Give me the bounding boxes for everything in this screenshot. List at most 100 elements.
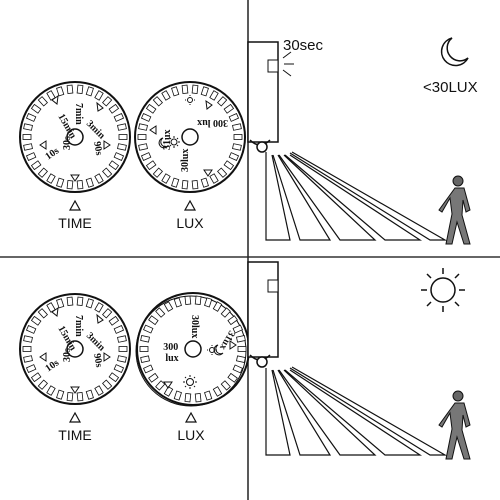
dial-notch: [191, 84, 199, 94]
dial-notch: [161, 173, 171, 184]
signal-icon: [282, 51, 294, 77]
dial-arrow-icon: [103, 352, 111, 362]
dial-arrow-icon: [39, 140, 47, 150]
dial-notch: [25, 152, 37, 161]
dial-knob[interactable]: [66, 128, 84, 146]
dial-notch: [194, 393, 202, 403]
dial-notch: [30, 160, 42, 171]
dial-notches: [22, 84, 128, 190]
dial-notch: [22, 346, 32, 352]
dial-notch: [102, 308, 113, 319]
dial-notch: [148, 372, 159, 383]
dial-notch: [23, 355, 33, 363]
motion-sensor-icon: [247, 261, 279, 368]
time-setting-7min: 7min: [73, 103, 84, 125]
dial-knob[interactable]: [181, 128, 199, 146]
lux-dial[interactable]: 300 lux 30lux 31ux: [135, 292, 250, 407]
dial-notch: [108, 372, 120, 383]
dial-notch: [108, 103, 120, 114]
dial-notch: [37, 167, 48, 178]
lux-label: LUX: [177, 427, 205, 443]
time-setting-3min: 3min: [84, 330, 107, 353]
walking-person-icon: [438, 175, 471, 245]
dial-notch: [85, 86, 94, 97]
dial-notch: [233, 134, 243, 140]
time-dial[interactable]: 15min 7min 3min 90s 30s 10s: [19, 81, 131, 193]
lux-setting-30lux: 30lux: [180, 149, 191, 172]
dial-notch: [184, 393, 192, 403]
dial-notch: [148, 315, 159, 326]
bottom-panel: 15min 7min 3min 90s 30s 10s TIME 300 lux…: [19, 261, 471, 460]
dial-notches: [22, 296, 128, 402]
dial-notch: [171, 177, 180, 188]
dial-notch: [227, 372, 238, 383]
dial-notch: [228, 152, 240, 161]
arrow-up-icon: [184, 411, 198, 423]
dial-notch: [25, 325, 37, 334]
dial-knob[interactable]: [66, 340, 84, 358]
dial-notch: [181, 180, 189, 190]
dial-notch: [212, 301, 223, 312]
dial-notch: [102, 379, 113, 390]
dial-outer-ring: [19, 293, 131, 405]
dial-notch: [220, 380, 231, 391]
dial-notch: [181, 84, 189, 94]
dial-notch: [25, 113, 37, 122]
dial-arrow-icon: [51, 94, 59, 105]
sun-icon: [421, 268, 465, 312]
dial-arrow-icon: [163, 381, 173, 389]
dial-notch: [217, 96, 228, 107]
dial-notch: [85, 298, 94, 309]
dial-notch: [140, 355, 150, 363]
dial-notch: [217, 167, 228, 178]
time-setting-90s: 90s: [91, 353, 104, 369]
dial-notch: [56, 298, 65, 309]
time-dial[interactable]: 15min 7min 3min 90s 30s 10s: [19, 293, 131, 405]
dial-notch: [37, 379, 48, 390]
dial-notch: [143, 364, 154, 374]
time-label: TIME: [58, 427, 91, 443]
dial-arrow-icon: [39, 352, 47, 362]
dial-notch: [209, 173, 219, 184]
dial-notch: [117, 123, 127, 131]
dial-arrow-icon: [203, 169, 213, 177]
dial-notch: [171, 86, 180, 97]
dial-notch: [173, 390, 182, 401]
dial-notch: [46, 173, 56, 184]
dial-notch: [232, 143, 242, 151]
dial-notch: [113, 364, 125, 373]
sun-icon: [183, 375, 197, 389]
dial-notch: [163, 386, 174, 397]
dial-notch: [118, 346, 128, 352]
dial-notch: [25, 364, 37, 373]
dial-notch: [85, 389, 94, 400]
lux-setting-30lux: 30lux: [189, 315, 200, 338]
dial-notch: [108, 315, 120, 326]
dial-arrow-icon: [149, 125, 157, 135]
dial-notch: [30, 372, 42, 383]
dial-arrow-icon: [96, 101, 104, 112]
dial-notch: [228, 113, 240, 122]
dial-notch: [66, 84, 74, 94]
dial-notch: [232, 364, 243, 374]
dial-notch: [140, 152, 152, 161]
walking-person-icon: [438, 390, 471, 460]
dial-knob[interactable]: [184, 340, 202, 358]
dial-notch: [66, 392, 74, 402]
dial-notch: [37, 308, 48, 319]
dial-notch: [66, 180, 74, 190]
dial-notch: [161, 90, 171, 101]
dial-notch: [30, 315, 42, 326]
dial-notch: [117, 143, 127, 151]
lux-dial[interactable]: 31ux 30lux 300 lux: [134, 81, 246, 193]
dial-notch: [113, 113, 125, 122]
time-setting-7min: 7min: [73, 315, 84, 337]
dial-notch: [212, 386, 223, 397]
timer-text: 30sec: [283, 37, 324, 54]
dial-notch: [145, 160, 157, 171]
dial-notch: [37, 96, 48, 107]
dial-outer-ring: [19, 81, 131, 193]
moon-icon: [158, 137, 169, 149]
arrow-up-icon: [68, 199, 82, 211]
dial-notch: [155, 307, 166, 318]
